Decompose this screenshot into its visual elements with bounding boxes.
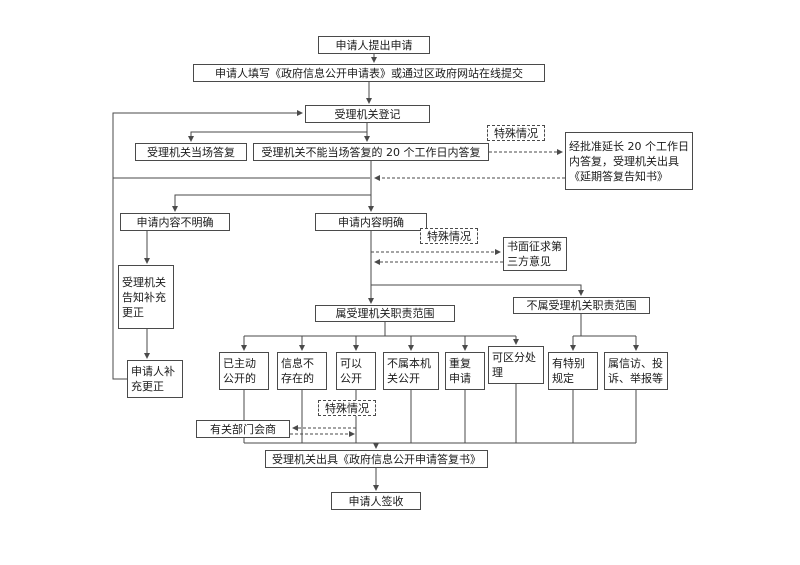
- node-extension-notice: 经批准延长 20 个工作日内答复，受理机关出具《延期答复告知书》: [565, 132, 693, 190]
- node-fill-application-form-label: 申请人填写《政府信息公开申请表》或通过区政府网站在线提交: [215, 66, 523, 80]
- node-special-provisions: 有特别规定: [548, 352, 598, 390]
- node-fill-application-form: 申请人填写《政府信息公开申请表》或通过区政府网站在线提交: [193, 64, 545, 82]
- node-info-not-exist-label: 信息不存在的: [281, 357, 314, 385]
- node-content-unclear-label: 申请内容不明确: [136, 215, 214, 229]
- node-applicant-supplement-correction: 申请人补充更正: [127, 360, 183, 398]
- node-department-consultation-label: 有关部门会商: [210, 422, 276, 436]
- node-content-clear: 申请内容明确: [315, 213, 427, 231]
- node-notify-supplement-label: 受理机关告知补充更正: [122, 275, 166, 319]
- node-within-scope: 属受理机关职责范围: [315, 305, 455, 322]
- node-applicant-submit-label: 申请人提出申请: [335, 38, 413, 52]
- node-separable-handling: 可区分处理: [488, 346, 544, 384]
- node-other-agency-disclosure: 不属本机关公开: [383, 352, 439, 390]
- node-not-onspot-reply-20days: 受理机关不能当场答复的 20 个工作日内答复: [253, 143, 489, 161]
- node-third-party-opinion: 书面征求第三方意见: [503, 237, 567, 271]
- node-outside-scope: 不属受理机关职责范围: [513, 297, 650, 314]
- node-applicant-supplement-label: 申请人补充更正: [131, 365, 175, 393]
- node-can-disclose-label: 可以公开: [340, 357, 362, 385]
- node-special-provisions-label: 有特别规定: [552, 357, 585, 385]
- node-petition-complaint-label: 属信访、投诉、举报等: [608, 357, 663, 385]
- node-already-disclosed-label: 已主动公开的: [223, 357, 256, 385]
- node-department-consultation: 有关部门会商: [196, 420, 290, 438]
- node-reply-letter: 受理机关出具《政府信息公开申请答复书》: [265, 450, 488, 468]
- node-third-party-opinion-label: 书面征求第三方意见: [507, 240, 562, 268]
- node-info-not-exist: 信息不存在的: [277, 352, 327, 390]
- node-not-onspot-reply-label: 受理机关不能当场答复的 20 个工作日内答复: [261, 145, 481, 159]
- node-other-agency-label: 不属本机关公开: [387, 357, 431, 385]
- node-onspot-reply-label: 受理机关当场答复: [147, 145, 235, 159]
- node-outside-scope-label: 不属受理机关职责范围: [526, 299, 637, 312]
- node-can-disclose: 可以公开: [336, 352, 376, 390]
- node-applicant-sign-label: 申请人签收: [348, 494, 404, 508]
- special-case-label-middle-text: 特殊情况: [427, 229, 471, 243]
- node-extension-notice-label: 经批准延长 20 个工作日内答复，受理机关出具《延期答复告知书》: [569, 139, 689, 183]
- special-case-label-bottom-text: 特殊情况: [325, 401, 369, 415]
- special-case-label-bottom: 特殊情况: [318, 400, 376, 416]
- node-onspot-reply: 受理机关当场答复: [135, 143, 247, 161]
- node-content-clear-label: 申请内容明确: [338, 215, 404, 229]
- node-applicant-sign: 申请人签收: [331, 492, 421, 510]
- node-separable-handling-label: 可区分处理: [492, 351, 536, 379]
- special-case-label-top-text: 特殊情况: [494, 126, 538, 140]
- node-repeated-application: 重复申请: [445, 352, 485, 390]
- node-reply-letter-label: 受理机关出具《政府信息公开申请答复书》: [272, 452, 481, 466]
- node-registration: 受理机关登记: [305, 105, 430, 123]
- node-within-scope-label: 属受理机关职责范围: [335, 307, 435, 320]
- node-content-unclear: 申请内容不明确: [120, 213, 230, 231]
- node-petition-complaint: 属信访、投诉、举报等: [604, 352, 668, 390]
- node-already-disclosed: 已主动公开的: [219, 352, 269, 390]
- node-applicant-submit: 申请人提出申请: [318, 36, 430, 54]
- node-notify-supplement-correction: 受理机关告知补充更正: [118, 265, 174, 329]
- node-repeated-application-label: 重复申请: [449, 357, 471, 385]
- special-case-label-top: 特殊情况: [487, 125, 545, 141]
- node-registration-label: 受理机关登记: [334, 107, 401, 121]
- special-case-label-middle: 特殊情况: [420, 228, 478, 244]
